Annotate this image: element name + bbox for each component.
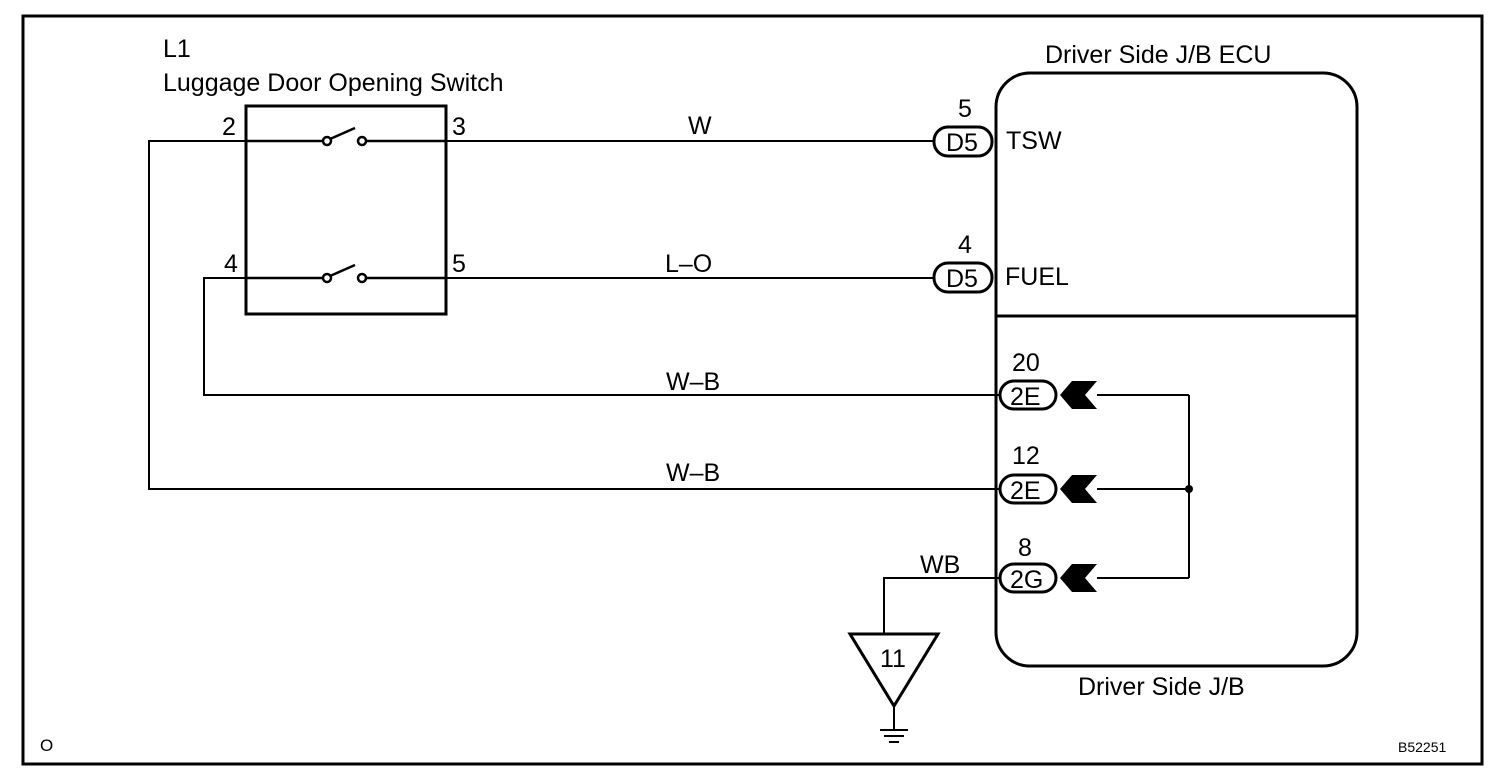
- svg-text:2E: 2E: [1010, 383, 1041, 411]
- corner-left-code: O: [40, 736, 53, 755]
- diagram-border: [21, 14, 1484, 766]
- svg-text:2G: 2G: [1010, 566, 1043, 594]
- ground-point-label: 11: [880, 645, 906, 673]
- pin-5-label: 5: [452, 250, 466, 278]
- wire-label-w: W: [688, 112, 712, 140]
- jb-label: Driver Side J/B: [1078, 673, 1245, 701]
- switch-code: L1: [163, 35, 191, 63]
- wire-label-wb: WB: [920, 551, 960, 579]
- wire-w-b-upper: [203, 277, 1000, 396]
- connector-d5-fuel-pin: 4: [958, 231, 972, 259]
- terminal-tsw: TSW: [1006, 127, 1062, 155]
- connector-d5-fuel: D5: [932, 261, 994, 294]
- wire-label-w-b-upper: W–B: [666, 368, 720, 396]
- connector-d5-tsw: D5: [932, 125, 994, 158]
- ecu-title: Driver Side J/B ECU: [1045, 41, 1271, 69]
- ground-point-icon: [847, 632, 941, 743]
- ecu-box: [994, 71, 1359, 668]
- switch-box: [244, 104, 448, 316]
- connector-2e-12-pin: 12: [1012, 442, 1040, 470]
- terminal-fuel: FUEL: [1005, 263, 1069, 291]
- svg-text:D5: D5: [946, 265, 978, 293]
- svg-text:D5: D5: [946, 129, 978, 157]
- junction-dot: [1185, 485, 1193, 493]
- connector-d5-tsw-pin: 5: [958, 95, 972, 123]
- connector-2g-8: 2G: [998, 562, 1097, 594]
- wire-wb: [883, 577, 1000, 634]
- connector-2g-8-pin: 8: [1018, 534, 1032, 562]
- connector-2e-20-pin: 20: [1012, 349, 1040, 377]
- pin-2-label: 2: [222, 113, 236, 141]
- pin-3-label: 3: [452, 113, 466, 141]
- connector-2e-12: 2E: [998, 473, 1097, 505]
- switch-contact-lower: [246, 263, 446, 284]
- figure-code: B52251: [1398, 739, 1446, 755]
- pin-4-label: 4: [224, 250, 238, 278]
- connector-2e-20: 2E: [998, 379, 1097, 411]
- switch-contact-upper: [246, 126, 446, 147]
- wire-w-b-lower: [148, 140, 1000, 490]
- wires: [148, 140, 1190, 634]
- wire-label-w-b-lower: W–B: [666, 459, 720, 487]
- wire-label-l-o: L–O: [665, 250, 712, 278]
- switch-name: Luggage Door Opening Switch: [163, 69, 504, 97]
- svg-text:2E: 2E: [1010, 477, 1041, 505]
